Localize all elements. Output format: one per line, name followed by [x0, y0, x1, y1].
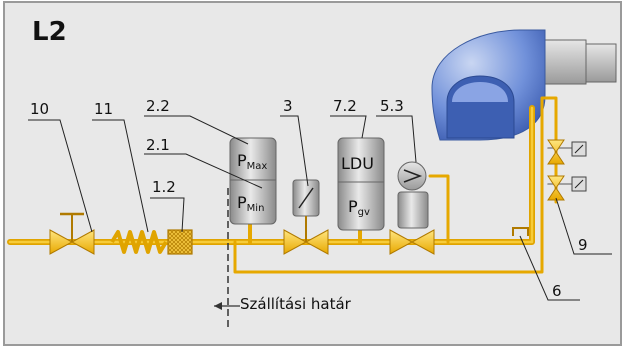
leak-detection-unit: LDU Pgv	[337, 137, 385, 231]
label-2-2: 2.2	[146, 97, 170, 115]
label-5-3: 5.3	[380, 97, 404, 115]
component-labels: 10 11 1.2 2.1 2.2 3 7.2 5.3 6 9	[30, 97, 588, 300]
label-9: 9	[578, 236, 588, 254]
burner	[431, 29, 617, 141]
gas-filter	[167, 229, 193, 255]
manual-shutoff-valve	[49, 212, 95, 255]
label-6: 6	[552, 282, 562, 300]
solenoid-valve	[389, 161, 435, 255]
leader-lines	[28, 115, 612, 301]
pressure-switch-group: PMax PMin	[229, 137, 277, 225]
test-point	[512, 227, 529, 236]
pressure-switch-max-label: PMax	[237, 151, 267, 172]
label-10: 10	[30, 100, 49, 118]
label-11: 11	[94, 100, 113, 118]
ldu-label: LDU	[341, 154, 374, 173]
pressure-regulator	[283, 179, 329, 255]
diagram-title: L2	[32, 17, 67, 47]
pilot-valves	[547, 139, 587, 201]
label-3: 3	[283, 97, 293, 115]
label-7-2: 7.2	[333, 97, 357, 115]
compensator	[110, 230, 168, 254]
ldu-pressure-label: Pgv	[348, 197, 370, 218]
pressure-switch-min-label: PMin	[237, 193, 264, 214]
delivery-boundary: Szállítási határ	[214, 188, 352, 328]
label-1-2: 1.2	[152, 178, 176, 196]
delivery-boundary-label: Szállítási határ	[240, 295, 352, 313]
label-2-1: 2.1	[146, 136, 170, 154]
